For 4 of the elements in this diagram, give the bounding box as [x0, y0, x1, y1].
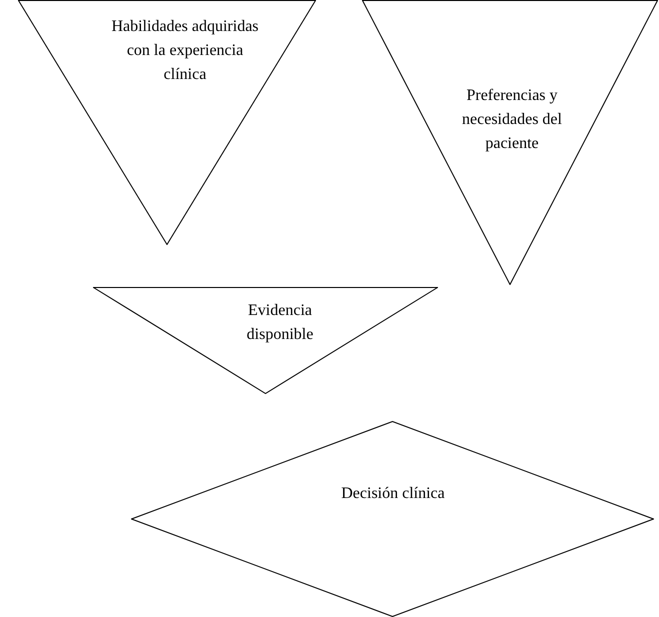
node-text: Habilidades adquiridas con la experiencia clínica — [110, 17, 260, 85]
node-text: Preferencias y necesidades del paciente — [461, 86, 563, 154]
node-text: Decisión clínica — [340, 484, 446, 504]
node-text: Evidencia disponible — [246, 301, 314, 345]
